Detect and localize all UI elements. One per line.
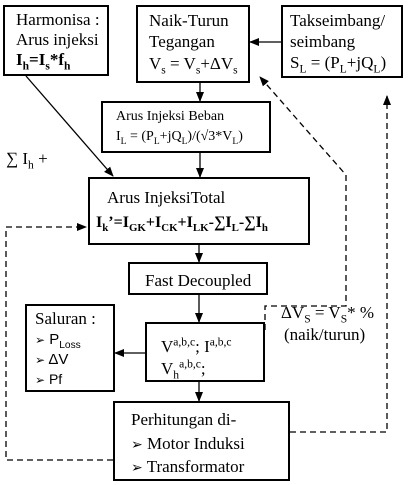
vi-line1: Va,b,c; Ia,b,c: [161, 335, 232, 356]
delta-vs-line2: (naik/turun): [284, 325, 366, 344]
bullet-arrow-icon: ➢: [35, 353, 46, 367]
fast-decoupled-box: Fast Decoupled: [128, 262, 268, 295]
tegangan-subtitle: Tegangan: [149, 32, 215, 51]
harmonisa-subtitle: Arus injeksi: [16, 30, 99, 49]
takseimbang-subtitle: seimbang: [290, 32, 356, 51]
dashed-feedback-right: [290, 95, 391, 433]
saluran-item: ➢ PLoss: [35, 331, 81, 351]
bullet-arrow-icon: ➢: [131, 461, 143, 476]
arrow-harmonisa-to-total: [25, 75, 114, 177]
perhitungan-item-motor: ➢ Motor Induksi: [131, 434, 245, 453]
saluran-item: ➢ Pf: [35, 371, 63, 387]
takseimbang-title: Takseimbang/: [290, 11, 386, 30]
takseimbang-box: Takseimbang/ seimbang SL = (PL+jQL): [281, 5, 403, 78]
saluran-box: Saluran : ➢ PLoss ➢ ΔV ➢ Pf: [25, 304, 115, 392]
bullet-arrow-icon: ➢: [35, 333, 46, 347]
vi-line2: Vha,b,c;: [161, 357, 206, 382]
harmonisa-formula: Ih=Is*fh: [16, 50, 71, 73]
vi-result-box: Va,b,c; Ia,b,c Vha,b,c;: [145, 322, 265, 382]
total-box: Arus InjeksiTotal Ik’=IGK+ICK+ILK-∑IL-∑I…: [88, 177, 310, 245]
saluran-item: ➢ ΔV: [35, 351, 69, 368]
takseimbang-formula: SL = (PL+jQL): [290, 53, 387, 76]
dashed-feedback-left: [5, 223, 113, 461]
total-title: Arus InjeksiTotal: [107, 188, 226, 207]
bullet-arrow-icon: ➢: [131, 438, 143, 453]
harmonisa-title: Harmonisa :: [16, 10, 100, 29]
perhitungan-item-transformator: ➢ Transformator: [131, 457, 245, 476]
beban-box: Arus Injeksi Beban IL = (PL+jQL)/(√3*VL): [101, 101, 271, 153]
perhitungan-title: Perhitungan di-: [131, 410, 237, 429]
beban-title: Arus Injeksi Beban: [116, 109, 225, 124]
perhitungan-box: Perhitungan di- ➢ Motor Induksi ➢ Transf…: [113, 401, 290, 481]
tegangan-formula: Vs = Vs+ΔVs: [149, 54, 238, 77]
dashed-feedback-delta: [259, 76, 347, 330]
saluran-title: Saluran :: [35, 309, 96, 328]
bullet-arrow-icon: ➢: [35, 373, 46, 387]
tegangan-title: Naik-Turun: [149, 11, 229, 30]
tegangan-box: Naik-Turun Tegangan Vs = Vs+ΔVs: [136, 5, 250, 83]
fast-decoupled-label: Fast Decoupled: [145, 271, 252, 290]
delta-vs-line1: ΔVS = VS* %: [281, 303, 375, 326]
harmonisa-box: Harmonisa : Arus injeksi Ih=Is*fh: [3, 5, 109, 76]
total-formula: Ik’=IGK+ICK+ILK-∑IL-∑Ih: [96, 214, 268, 235]
sum-harmonic-label: ∑ Ih +: [6, 149, 48, 172]
beban-formula: IL = (PL+jQL)/(√3*VL): [116, 129, 243, 147]
